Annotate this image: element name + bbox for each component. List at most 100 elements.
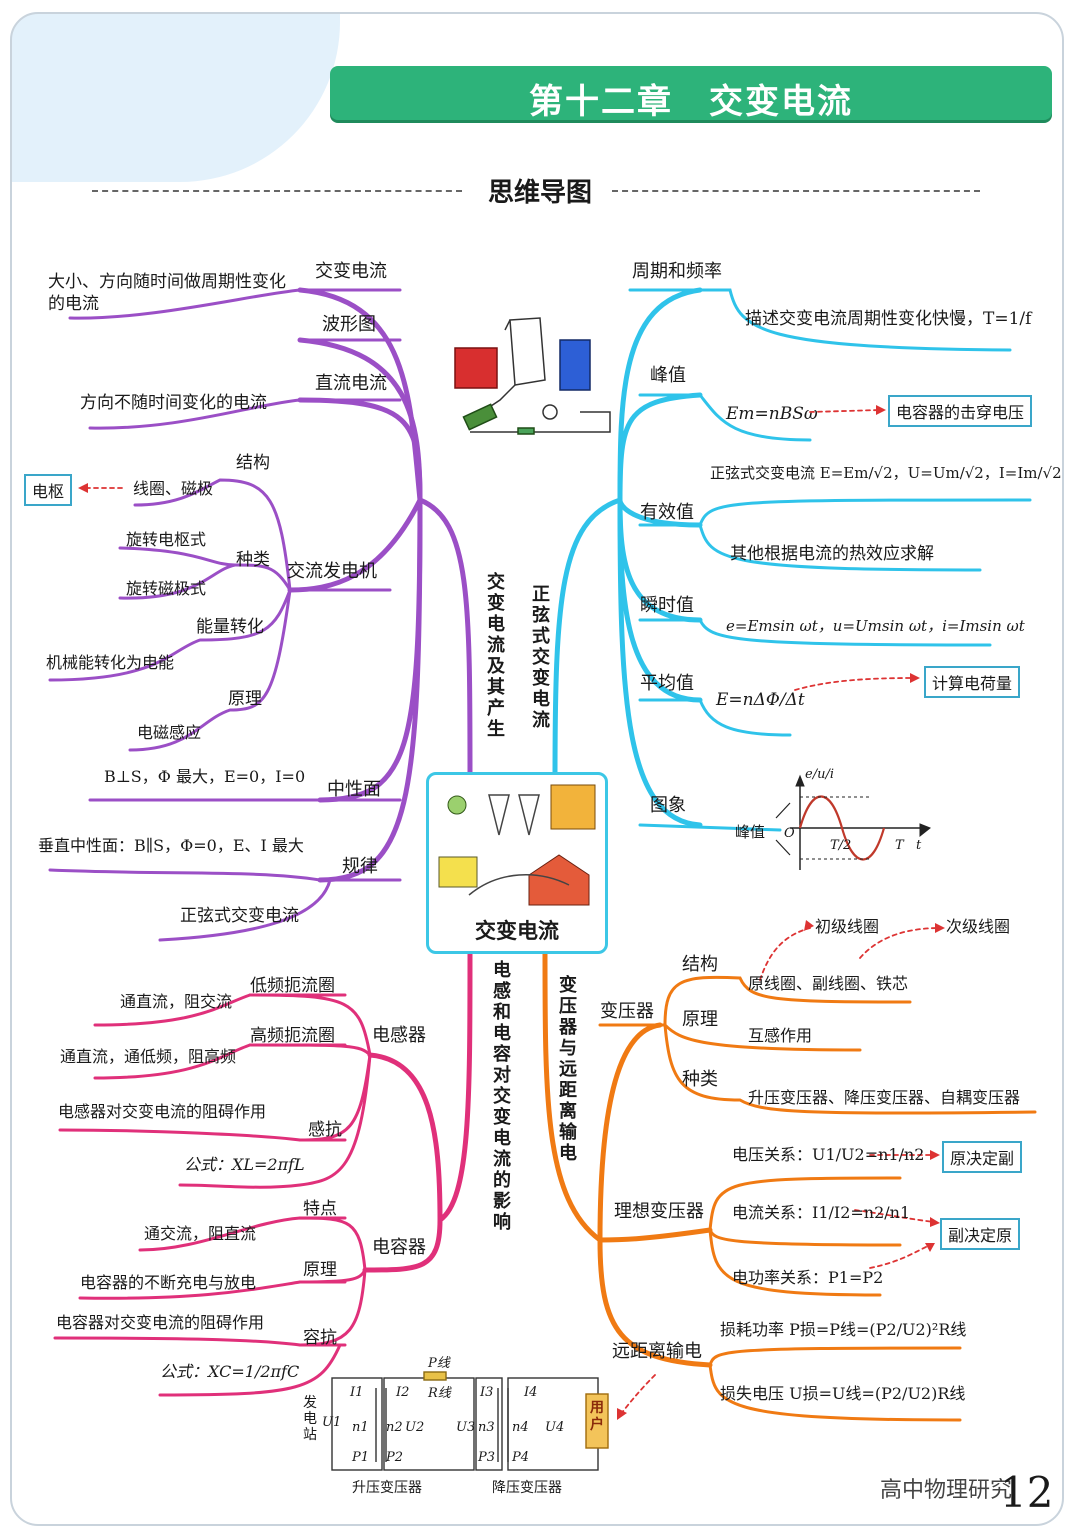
node-generator: 交流发电机 — [287, 561, 377, 582]
watermark: 高中物理研究 — [880, 1478, 1013, 1503]
node-low-pass: 通直流，通低频，阻高频 — [60, 1047, 237, 1066]
circuit-p3: P3 — [478, 1450, 496, 1465]
node-power-rel: 电功率关系：P1=P2 — [732, 1268, 884, 1287]
node-period-freq: 周期和频率 — [632, 261, 722, 282]
node-rot-armature: 旋转电枢式 — [126, 530, 207, 549]
node-types: 升压变压器、降压变压器、自耦变压器 — [748, 1088, 1021, 1107]
circuit-u1: U1 — [322, 1415, 342, 1430]
branch-label-transformer: 变压器与远距离输电 — [559, 975, 577, 1164]
subtitle: 思维导图 — [470, 172, 610, 209]
circuit-step-up: 升压变压器 — [352, 1480, 422, 1496]
circuit-u4: U4 — [545, 1420, 565, 1435]
node-tr-structure: 结构 — [682, 954, 718, 975]
box-breakdown: 电容器的击穿电压 — [888, 395, 1033, 427]
graph-origin: O — [784, 826, 795, 841]
node-ac-pass: 通交流，阻直流 — [144, 1224, 257, 1243]
circuit-step-down: 降压变压器 — [492, 1480, 562, 1496]
node-transformer: 变压器 — [600, 1001, 654, 1022]
node-inductive-react: 感抗 — [308, 1120, 342, 1140]
node-primary: 初级线圈 — [815, 917, 880, 936]
node-instant-formula: e=Emsin ωt，u=Umsin ωt，i=Imsin ωt — [726, 617, 1025, 635]
chapter-title: 第十二章 交变电流 — [529, 82, 853, 122]
subtitle-rule-right — [612, 190, 980, 192]
branch-label-sine: 正弦式交变电流 — [532, 584, 550, 731]
circuit-r-line: R线 — [428, 1386, 451, 1401]
node-peak-formula: Em=nBSω — [726, 404, 818, 424]
node-voltage-rel: 电压关系：U1/U2=n1/n2 — [732, 1145, 925, 1164]
node-average: 平均值 — [640, 673, 694, 694]
node-ac-def-2: 的电流 — [48, 294, 99, 314]
node-capacitive-react: 容抗 — [303, 1328, 337, 1348]
transmission-circuit — [331, 1371, 609, 1471]
subtitle-rule-left — [92, 190, 462, 192]
circuit-p2: P2 — [386, 1450, 404, 1465]
node-induction: 电磁感应 — [137, 723, 202, 742]
graph-half-period: T/2 — [830, 838, 852, 853]
circuit-n4: n4 — [512, 1420, 529, 1435]
circuit-i3: I3 — [480, 1385, 494, 1400]
branch-label-lc: 电感和电容对交变电流的影响 — [493, 960, 511, 1233]
node-law: 规律 — [342, 856, 378, 877]
box-charge: 计算电荷量 — [924, 666, 1021, 698]
node-other-eff: 其他根据电流的热效应求解 — [730, 544, 934, 564]
node-charge-discharge: 电容器的不断充电与放电 — [80, 1273, 257, 1292]
node-secondary: 次级线圈 — [946, 917, 1011, 936]
node-dc: 直流电流 — [315, 373, 387, 394]
branch-label-produce: 交变电流及其产生 — [487, 572, 505, 740]
node-neutral-cond: B⊥S，Φ 最大，E=0，I=0 — [104, 767, 306, 786]
node-capacitor: 电容器 — [372, 1237, 426, 1258]
node-long-dist: 远距离输电 — [612, 1341, 702, 1362]
node-ind-block: 电感器对交变电流的阻碍作用 — [58, 1102, 267, 1121]
node-principle: 原理 — [228, 689, 262, 709]
box-sec-decides: 副决定原 — [940, 1218, 1021, 1250]
node-power-loss: 损耗功率 P损=P线=(P2/U2)²R线 — [720, 1320, 967, 1339]
node-structure: 结构 — [236, 453, 270, 473]
node-peak: 峰值 — [650, 365, 686, 386]
node-tr-principle: 原理 — [682, 1009, 718, 1030]
node-mutual: 互感作用 — [748, 1026, 813, 1045]
node-kind: 种类 — [236, 550, 270, 570]
circuit-i1: I1 — [350, 1385, 364, 1400]
circuit-n3: n3 — [478, 1420, 495, 1435]
graph-axis-y: e/u/i — [805, 767, 834, 782]
node-effective: 有效值 — [640, 502, 694, 523]
node-instant: 瞬时值 — [640, 595, 694, 616]
box-armature: 电枢 — [24, 474, 73, 506]
sine-graph — [775, 774, 931, 870]
node-perp-neutral: 垂直中性面：B∥S，Φ=0，E、I 最大 — [38, 836, 304, 855]
node-graph: 图象 — [650, 795, 686, 816]
page-number: 12 — [1000, 1468, 1054, 1517]
node-rot-pole: 旋转磁极式 — [126, 579, 207, 598]
box-orig-decides: 原决定副 — [942, 1141, 1023, 1173]
node-parts: 原线圈、副线圈、铁芯 — [748, 974, 909, 993]
node-neutral: 中性面 — [327, 779, 381, 800]
node-voltage-loss: 损失电压 U损=U线=(P2/U2)R线 — [720, 1384, 966, 1403]
circuit-p-line: P线 — [428, 1356, 450, 1371]
node-low-choke: 低频扼流圈 — [250, 976, 335, 996]
center-node: 交变电流 — [426, 772, 608, 954]
graph-time-axis: t — [916, 838, 922, 853]
circuit-p1: P1 — [352, 1450, 370, 1465]
graph-period: T — [895, 838, 904, 853]
node-feature: 特点 — [303, 1199, 337, 1219]
circuit-p4: P4 — [512, 1450, 530, 1465]
node-waveform: 波形图 — [322, 314, 376, 335]
generator-illustration — [454, 317, 611, 435]
node-dc-def: 方向不随时间变化的电流 — [80, 393, 267, 413]
circuit-i2: I2 — [396, 1385, 410, 1400]
circuit-i4: I4 — [524, 1385, 538, 1400]
node-cap-formula: 公式：XC=1/2πfC — [160, 1362, 300, 1381]
node-average-formula: E=nΔΦ/Δt — [716, 690, 805, 710]
circuit-u2: U2 — [405, 1420, 425, 1435]
node-tr-kind: 种类 — [682, 1069, 718, 1090]
node-mech-elec: 机械能转化为电能 — [46, 653, 175, 672]
node-current-rel: 电流关系：I1/I2=n2/n1 — [732, 1203, 911, 1222]
node-ac-def: 大小、方向随时间做周期性变化 — [48, 272, 286, 292]
node-ideal: 理想变压器 — [614, 1201, 704, 1222]
page-frame — [10, 12, 1064, 1526]
circuit-station: 发电站 — [303, 1395, 317, 1443]
node-sine-ac: 正弦式交变电流 — [180, 906, 299, 926]
graph-peak-label: 峰值 — [735, 823, 766, 841]
node-coil-pole: 线圈、磁极 — [133, 479, 214, 498]
